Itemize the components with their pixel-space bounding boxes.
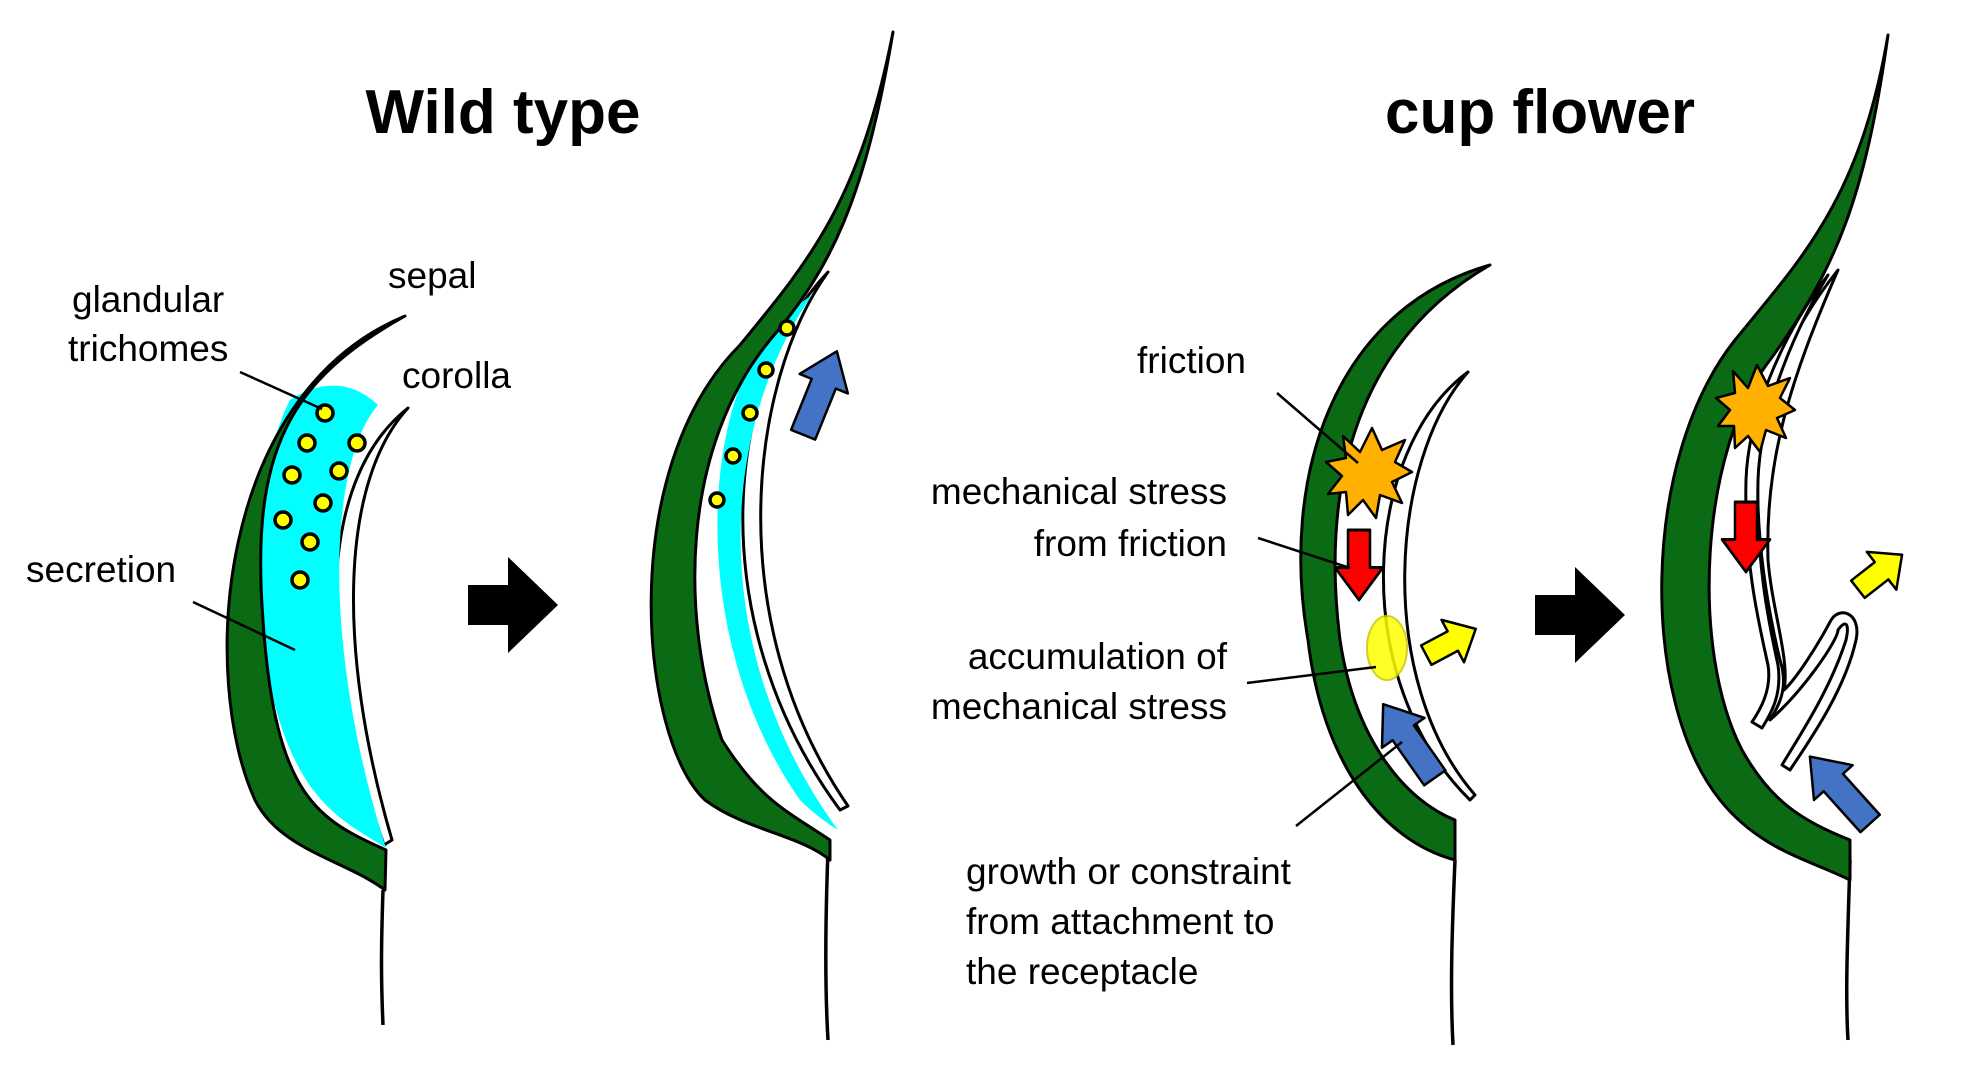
growth-leader [1295, 741, 1403, 827]
glandular-trichome-dots [708, 319, 796, 509]
wild-type-title: Wild type [365, 78, 640, 147]
friction-leader [1276, 392, 1359, 464]
growth-label-line1: growth or constraint [966, 851, 1292, 892]
growth-arrow-icon [777, 340, 863, 446]
cup-flower-title: cup flower [1385, 78, 1695, 147]
corolla [1382, 370, 1477, 802]
friction-explosion-icon [1324, 426, 1414, 520]
glandular-label-line2: trichomes [68, 328, 228, 369]
cup-flower-late-flower [1660, 33, 1919, 1041]
sepal [225, 314, 407, 892]
growth-label-line3: the receptacle [966, 951, 1198, 992]
wild-type-early-flower [225, 314, 410, 1026]
secretion-leader [192, 600, 296, 652]
accum-label-line2: mechanical stress [931, 686, 1227, 727]
corolla-label: corolla [402, 355, 511, 396]
transition-arrow-1 [468, 557, 558, 653]
sepal [649, 30, 895, 862]
stress-leader [1257, 536, 1351, 570]
accum-leader [1246, 665, 1377, 685]
stem [824, 849, 830, 1041]
friction-label: friction [1137, 340, 1246, 381]
transition-arrow-2 [1535, 567, 1625, 663]
stem [1449, 859, 1457, 1046]
sepal-label: sepal [388, 255, 476, 296]
stem [379, 889, 385, 1026]
secretion [258, 385, 386, 848]
wild-type-late-flower [649, 30, 895, 1041]
glandular-label-line1: glandular [72, 279, 224, 320]
sepal [1660, 33, 1890, 882]
growth-label-line2: from attachment to [966, 901, 1274, 942]
accum-label-line1: accumulation of [968, 636, 1228, 677]
cup-flower-early-flower [1299, 263, 1492, 1046]
secretion-label: secretion [26, 549, 176, 590]
outward-arrow-icon [1841, 534, 1919, 610]
secretion [717, 295, 838, 830]
outward-arrow-icon [1413, 606, 1489, 678]
stress-label-line1: mechanical stress [931, 471, 1227, 512]
stress-label-line2: from friction [1034, 523, 1227, 564]
friction-explosion-icon [1714, 363, 1797, 454]
glandular-leader [239, 370, 323, 411]
stress-accumulation-marker [1366, 615, 1408, 681]
stem [1844, 859, 1852, 1041]
